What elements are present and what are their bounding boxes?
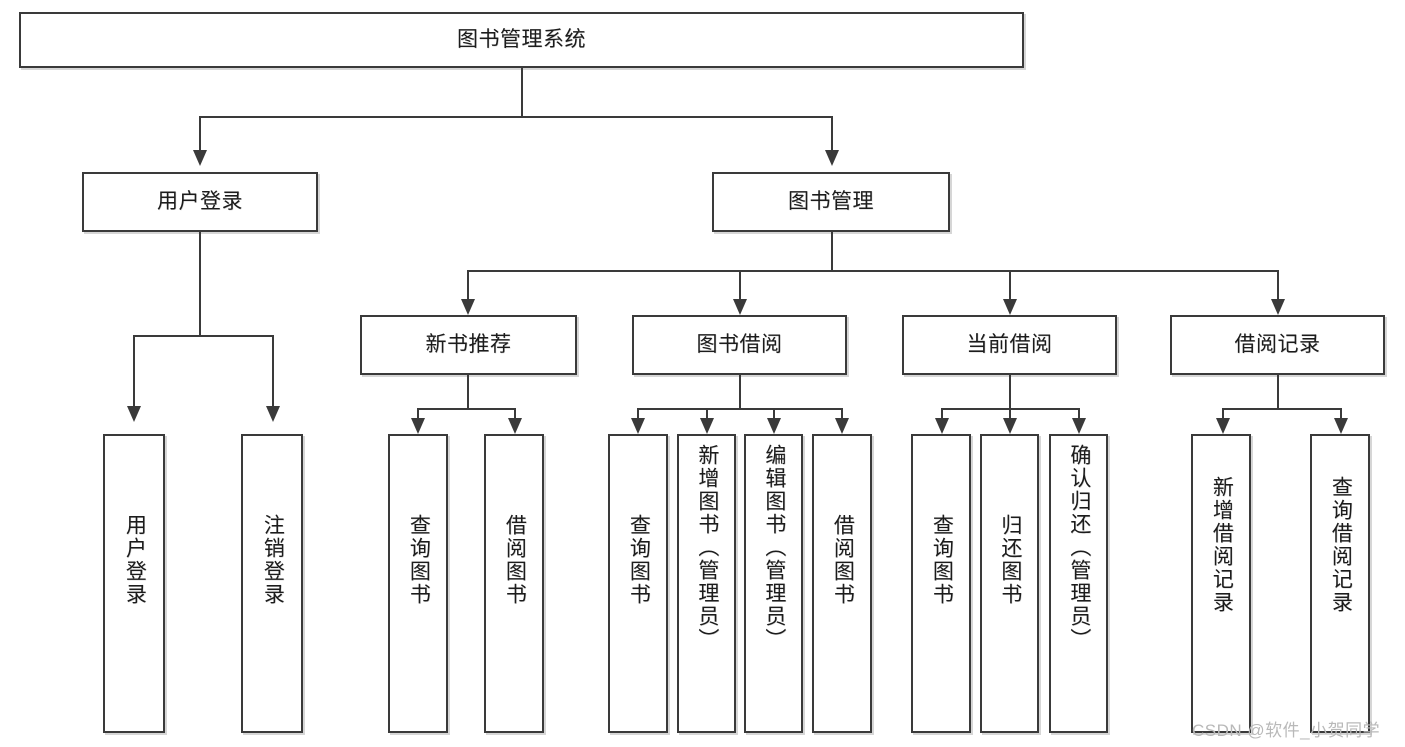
- leaf-label: 用户登录: [123, 514, 147, 606]
- connector-nbr-stem: [467, 375, 469, 408]
- connector-bm-to-book-borrow: [739, 270, 741, 301]
- leaf-edit-book-admin[interactable]: 编辑图书（管理员）: [744, 434, 803, 733]
- leaf-label: 查询图书: [930, 514, 954, 606]
- csdn-watermark: CSDN @软件_小贺同学: [1192, 721, 1381, 740]
- connector-nbr-bus: [417, 408, 515, 410]
- leaf-query-book-1[interactable]: 查询图书: [388, 434, 448, 733]
- connector-bb-stem: [739, 375, 741, 408]
- connector-cb-to-leaf-2: [1009, 408, 1011, 420]
- arrow-bm-to-book-borrow: [733, 299, 747, 315]
- arrow-user-login-to-leaf-1: [127, 406, 141, 422]
- arrow-bm-to-borrow-record: [1271, 299, 1285, 315]
- arrow-cb-to-leaf-2: [1003, 418, 1017, 434]
- leaf-label: 查询借阅记录: [1329, 476, 1353, 614]
- connector-root-bus: [199, 116, 833, 118]
- arrow-bm-to-current-borrow: [1003, 299, 1017, 315]
- connector-user-login-stem: [199, 232, 201, 335]
- connector-nbr-to-leaf-2: [514, 408, 516, 420]
- connector-nbr-to-leaf-1: [417, 408, 419, 420]
- leaf-label: 确认归还（管理员）: [1067, 444, 1091, 651]
- node-label: 新书推荐: [425, 332, 512, 356]
- arrow-br-to-leaf-1: [1216, 418, 1230, 434]
- node-borrow-record[interactable]: 借阅记录: [1170, 315, 1385, 375]
- leaf-query-borrow-record[interactable]: 查询借阅记录: [1310, 434, 1370, 733]
- connector-cb-to-leaf-1: [941, 408, 943, 420]
- arrow-bb-to-leaf-3: [767, 418, 781, 434]
- connector-user-login-bus: [133, 335, 273, 337]
- arrow-root-to-book-management: [825, 150, 839, 166]
- connector-bb-to-leaf-3: [773, 408, 775, 420]
- arrow-bb-to-leaf-1: [631, 418, 645, 434]
- connector-root-to-book-management: [831, 116, 833, 152]
- leaf-label: 查询图书: [407, 514, 431, 606]
- connector-book-management-stem: [831, 232, 833, 270]
- connector-bb-to-leaf-1: [637, 408, 639, 420]
- leaf-borrow-book-1[interactable]: 借阅图书: [484, 434, 544, 733]
- arrow-nbr-to-leaf-1: [411, 418, 425, 434]
- node-label: 用户登录: [157, 189, 243, 213]
- node-book-borrow[interactable]: 图书借阅: [632, 315, 847, 375]
- arrow-br-to-leaf-2: [1334, 418, 1348, 434]
- connector-bm-to-new-book-recommend: [467, 270, 469, 301]
- connector-cb-stem: [1009, 375, 1011, 408]
- connector-bb-to-leaf-4: [841, 408, 843, 420]
- node-new-book-recommend[interactable]: 新书推荐: [360, 315, 577, 375]
- leaf-add-book-admin[interactable]: 新增图书（管理员）: [677, 434, 736, 733]
- node-label: 借阅记录: [1234, 332, 1321, 356]
- connector-cb-to-leaf-3: [1078, 408, 1080, 420]
- connector-user-login-to-leaf-2: [272, 335, 274, 408]
- connector-bb-bus: [637, 408, 843, 410]
- connector-root-to-user-login: [199, 116, 201, 152]
- connector-br-stem: [1277, 375, 1279, 408]
- leaf-confirm-return-admin[interactable]: 确认归还（管理员）: [1049, 434, 1108, 733]
- node-label: 图书管理系统: [457, 27, 586, 51]
- leaf-borrow-book-2[interactable]: 借阅图书: [812, 434, 872, 733]
- connector-bb-to-leaf-2: [706, 408, 708, 420]
- arrow-bm-to-new-book-recommend: [461, 299, 475, 315]
- arrow-cb-to-leaf-3: [1072, 418, 1086, 434]
- leaf-query-book-2[interactable]: 查询图书: [608, 434, 668, 733]
- arrow-nbr-to-leaf-2: [508, 418, 522, 434]
- arrow-cb-to-leaf-1: [935, 418, 949, 434]
- node-book-management[interactable]: 图书管理: [712, 172, 950, 232]
- arrow-bb-to-leaf-2: [700, 418, 714, 434]
- leaf-logout-login[interactable]: 注销登录: [241, 434, 303, 733]
- leaf-label: 借阅图书: [503, 514, 527, 606]
- node-user-login[interactable]: 用户登录: [82, 172, 318, 232]
- node-root-book-management-system[interactable]: 图书管理系统: [19, 12, 1024, 68]
- leaf-label: 新增图书（管理员）: [695, 444, 719, 651]
- connector-br-bus: [1222, 408, 1341, 410]
- node-label: 图书借阅: [696, 332, 783, 356]
- leaf-label: 新增借阅记录: [1210, 476, 1234, 614]
- leaf-label: 注销登录: [261, 514, 285, 606]
- arrow-user-login-to-leaf-2: [266, 406, 280, 422]
- connector-root-stem: [521, 68, 523, 116]
- connector-bm-to-borrow-record: [1277, 270, 1279, 301]
- arrow-root-to-user-login: [193, 150, 207, 166]
- connector-br-to-leaf-1: [1222, 408, 1224, 420]
- leaf-label: 借阅图书: [831, 514, 855, 606]
- node-label: 当前借阅: [966, 332, 1053, 356]
- leaf-user-login[interactable]: 用户登录: [103, 434, 165, 733]
- connector-bm-to-current-borrow: [1009, 270, 1011, 301]
- leaf-label: 归还图书: [998, 514, 1022, 606]
- node-current-borrow[interactable]: 当前借阅: [902, 315, 1117, 375]
- connector-br-to-leaf-2: [1340, 408, 1342, 420]
- leaf-label: 编辑图书（管理员）: [762, 444, 786, 651]
- node-label: 图书管理: [788, 189, 874, 213]
- connector-user-login-to-leaf-1: [133, 335, 135, 408]
- leaf-label: 查询图书: [627, 514, 651, 606]
- leaf-query-book-3[interactable]: 查询图书: [911, 434, 971, 733]
- connector-book-management-bus: [467, 270, 1279, 272]
- leaf-add-borrow-record[interactable]: 新增借阅记录: [1191, 434, 1251, 733]
- leaf-return-book[interactable]: 归还图书: [980, 434, 1039, 733]
- arrow-bb-to-leaf-4: [835, 418, 849, 434]
